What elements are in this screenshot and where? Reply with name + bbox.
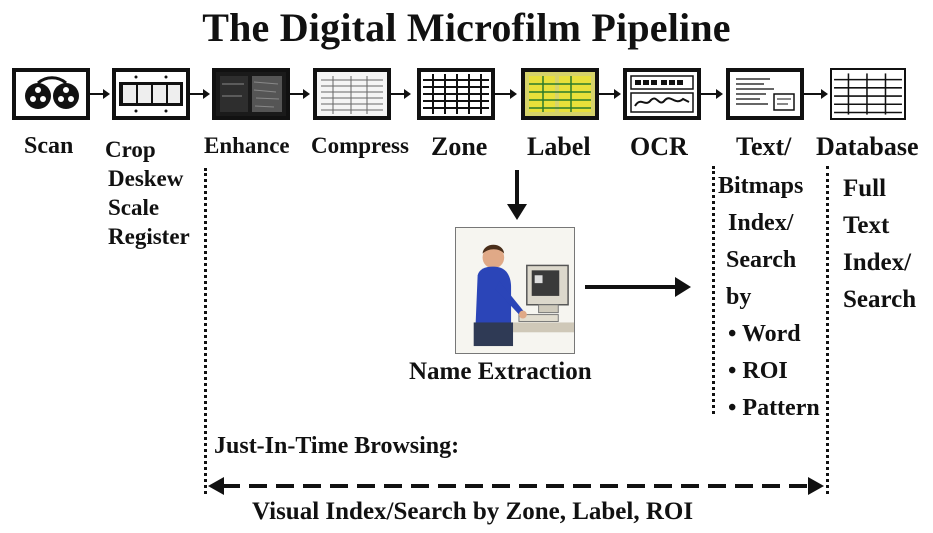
stage-label-compress: Compress — [311, 133, 409, 158]
enhance-stage-icon — [212, 68, 290, 120]
arrow-icon — [90, 89, 110, 99]
database-substep: Text — [843, 212, 890, 239]
database-substep: Search — [843, 286, 917, 313]
text-substep: Bitmaps — [718, 173, 804, 199]
arrow-icon — [391, 89, 411, 99]
database-substep: Full — [843, 175, 887, 202]
dashed-double-arrow-icon — [208, 477, 824, 495]
text-substep: Search — [726, 247, 797, 273]
stage-label-zone: Zone — [431, 132, 488, 161]
stage-label-database: Database — [816, 132, 919, 161]
operator-at-computer-image — [455, 227, 575, 354]
crop-substep: Register — [108, 224, 190, 249]
stage-label-label: Label — [527, 132, 591, 161]
text-substep: Index/ — [728, 210, 794, 236]
crop-stage-icon — [112, 68, 190, 120]
text-substep: by — [726, 284, 752, 310]
text-substep: • Word — [728, 321, 801, 347]
down-arrow-icon — [507, 170, 527, 220]
arrow-icon — [804, 89, 828, 99]
text-substep: • ROI — [728, 358, 788, 384]
dotted-separator-text-left — [712, 166, 715, 414]
stage-label-text: Text/ — [736, 132, 792, 161]
text-substeps: Bitmaps Index/ Search by • Word • ROI • … — [718, 168, 820, 427]
stage-label-enhance: Enhance — [204, 133, 290, 158]
dotted-separator-left — [204, 168, 207, 494]
arrow-icon — [190, 89, 210, 99]
arrow-icon — [290, 89, 310, 99]
browsing-label: Just-In-Time Browsing: — [214, 433, 460, 459]
text-substep: • Pattern — [728, 395, 820, 421]
scan-stage-icon — [12, 68, 90, 120]
right-arrow-icon — [585, 277, 691, 297]
zone-stage-icon — [417, 68, 495, 120]
ocr-stage-icon — [623, 68, 701, 120]
compress-stage-icon — [313, 68, 391, 120]
label-stage-icon — [521, 68, 599, 120]
crop-substep: Deskew — [108, 166, 184, 191]
arrow-icon — [701, 89, 723, 99]
diagram-title: The Digital Microfilm Pipeline — [202, 5, 731, 50]
database-substep: Index/ — [843, 249, 912, 276]
database-substeps: Full Text Index/ Search — [843, 170, 916, 318]
arrow-icon — [495, 89, 517, 99]
database-stage-icon — [830, 68, 906, 120]
stage-label-scan: Scan — [24, 133, 74, 159]
visual-index-label: Visual Index/Search by Zone, Label, ROI — [252, 498, 694, 525]
crop-substeps: Deskew Scale Register — [108, 164, 190, 251]
arrow-icon — [599, 89, 621, 99]
text-stage-icon — [726, 68, 804, 120]
dotted-separator-right — [826, 166, 829, 494]
crop-substep: Scale — [108, 195, 160, 220]
stage-label-crop: Crop — [105, 137, 156, 162]
name-extraction-label: Name Extraction — [409, 358, 592, 385]
stage-label-ocr: OCR — [630, 132, 688, 161]
